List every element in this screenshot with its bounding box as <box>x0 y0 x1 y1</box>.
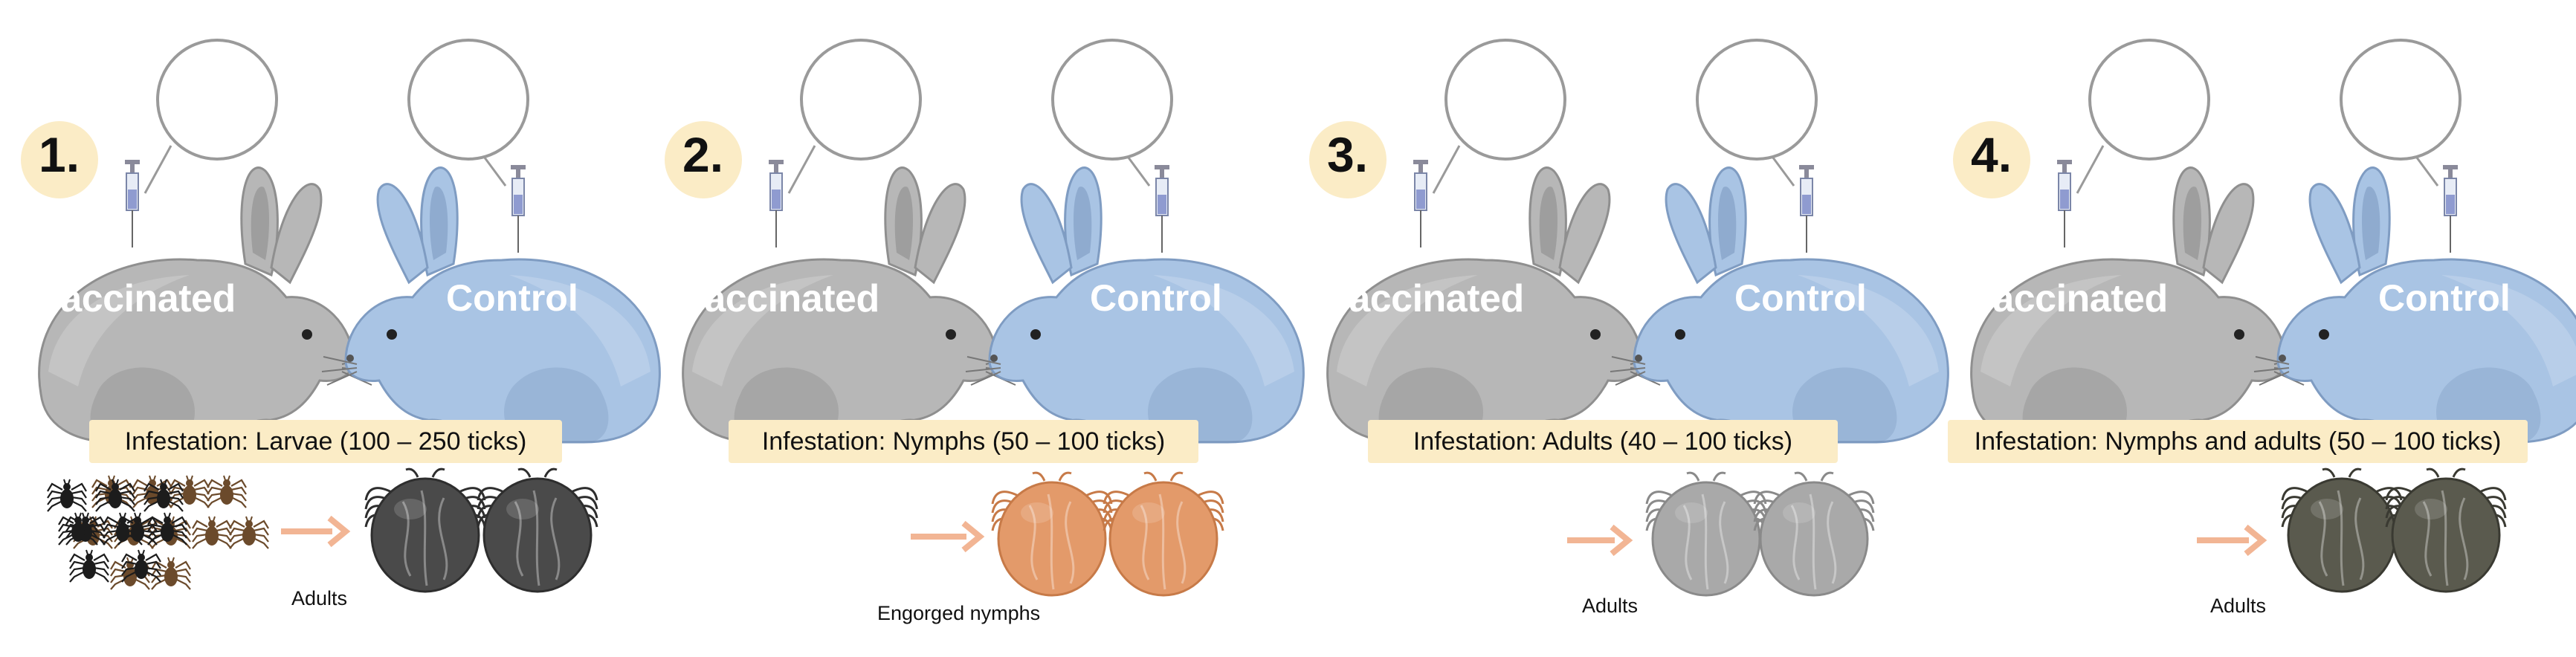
step-number: 1. <box>39 127 80 182</box>
tick-icon <box>47 479 87 512</box>
tick-icon <box>95 479 135 512</box>
panel-art <box>58 54 1949 597</box>
arrow-icon <box>2197 524 2267 557</box>
tick-icon <box>192 516 232 549</box>
vaccinated-label: Vaccinated <box>1326 277 1524 320</box>
tick-icon <box>69 549 109 583</box>
tick-icon <box>170 475 210 508</box>
tick-icon <box>121 549 161 583</box>
tick-icon <box>103 512 143 546</box>
control-label: Control <box>1734 277 1867 319</box>
outcome-caption: Adults <box>291 587 348 609</box>
infestation-box: Infestation: Nymphs (50 – 100 ticks) <box>729 420 1198 463</box>
vaccinated-label: Vaccinated <box>1969 277 2168 320</box>
tick-icon <box>143 479 184 512</box>
outcome-caption: Adults <box>1582 595 1639 617</box>
step-number-badge <box>1309 121 1387 198</box>
syringe-icon <box>1413 160 1428 247</box>
tick-icon <box>151 557 191 590</box>
tick-icon <box>132 475 172 508</box>
engorged-tick-icon <box>1645 471 1767 597</box>
antigen-bubble <box>2088 39 2210 161</box>
control-rabbit <box>1610 166 1949 446</box>
cells-bubble <box>2340 39 2462 161</box>
control-label: Control <box>2378 277 2511 319</box>
infestation-box: Infestation: Nymphs and adults (50 – 100… <box>1948 420 2528 463</box>
arrow-icon <box>281 515 351 548</box>
tick-icon <box>207 475 247 508</box>
syringe-icon <box>511 165 526 253</box>
vaccinated-label: Vaccinated <box>681 277 879 320</box>
engorged-tick-icon <box>2385 467 2507 593</box>
infestation-box: Infestation: Larvae (100 – 250 ticks) <box>89 420 562 463</box>
control-label: Control <box>1090 277 1222 319</box>
vaccinated-label: Vaccinated <box>37 277 236 320</box>
engorged-tick-icon <box>1753 471 1875 597</box>
step-number: 3. <box>1327 127 1369 182</box>
arrow-icon <box>911 520 985 553</box>
vaccinated-rabbit <box>682 166 1021 446</box>
step-number-badge <box>665 121 742 198</box>
syringe-icon <box>1155 165 1169 253</box>
cells-bubble <box>1696 39 1818 161</box>
step-number-badge <box>21 121 98 198</box>
arrow-icon <box>1567 524 1633 557</box>
control-label: Control <box>446 277 578 319</box>
antigen-bubble <box>1444 39 1566 161</box>
panel-art <box>65 54 1305 597</box>
engorged-tick-icon <box>991 471 1113 597</box>
tick-icon <box>147 512 187 546</box>
engorged-tick-icon <box>477 467 598 593</box>
antigen-bubble <box>800 39 922 161</box>
outcome-caption: Engorged nymphs <box>877 602 1041 624</box>
syringe-icon <box>2057 160 2072 247</box>
cells-bubble <box>1051 39 1173 161</box>
panel-art <box>47 54 2576 593</box>
cells-bubble <box>407 39 529 161</box>
engorged-tick-icon <box>2281 467 2403 593</box>
engorged-tick-icon <box>364 467 486 593</box>
tick-icon <box>229 516 269 549</box>
syringe-icon <box>769 160 784 247</box>
syringe-icon <box>125 160 140 247</box>
outcome-caption: Adults <box>2210 595 2267 617</box>
step-number: 2. <box>682 127 724 182</box>
antigen-bubble <box>156 39 278 161</box>
syringe-icon <box>1799 165 1814 253</box>
step-number: 4. <box>1971 127 2012 182</box>
step-number-badge <box>1953 121 2030 198</box>
syringe-icon <box>2443 165 2458 253</box>
tick-icon <box>58 512 98 546</box>
engorged-tick-icon <box>1103 471 1224 597</box>
infestation-box: Infestation: Adults (40 – 100 ticks) <box>1368 420 1838 463</box>
